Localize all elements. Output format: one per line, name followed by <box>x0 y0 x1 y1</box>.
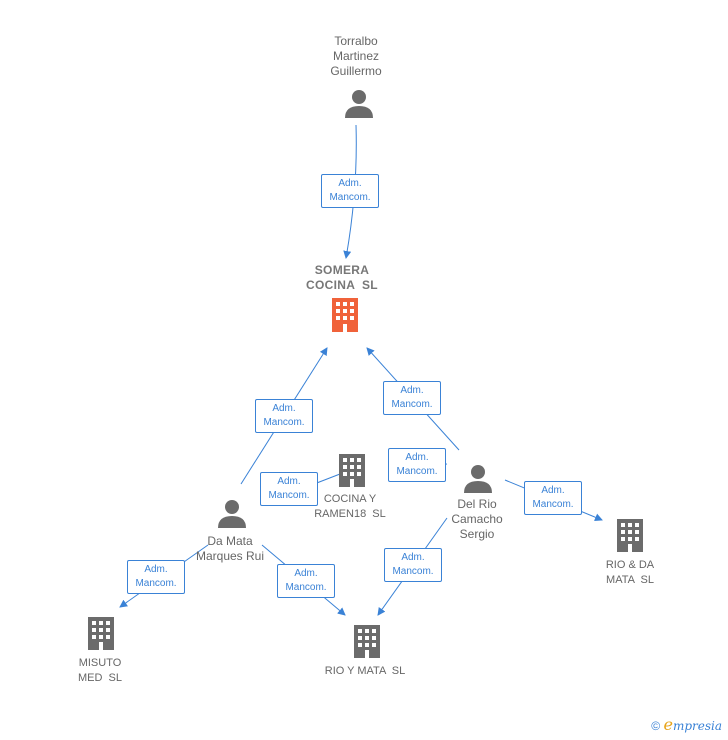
node-label-da-mata: Da Mata Marques Rui <box>180 534 280 564</box>
edge-label-line1: Adm. <box>294 568 318 579</box>
edge-label-line2: Mancom. <box>268 490 310 501</box>
label-line: Camacho <box>451 512 503 526</box>
person-icon <box>464 465 492 493</box>
person-icon <box>218 500 246 528</box>
edge-label-line1: Adm. <box>144 564 168 575</box>
edge-label-line1: Adm. <box>405 452 429 463</box>
building-icon <box>332 298 358 332</box>
label-line: Da Mata <box>207 534 253 548</box>
edge-label-delrio-cocina: Adm. Mancom. <box>388 448 446 482</box>
label-line: COCINA SL <box>306 278 378 292</box>
label-line: MATA SL <box>606 574 654 586</box>
building-icon <box>617 519 643 552</box>
edge-label-delrio-riodamata: Adm. Mancom. <box>524 481 582 515</box>
label-line: Martinez <box>332 49 379 63</box>
label-line: Torralbo <box>334 34 378 48</box>
node-label-rio-da-mata: RIO & DA MATA SL <box>590 558 670 588</box>
label-line: Marques Rui <box>195 549 265 563</box>
building-icon <box>339 454 365 487</box>
edge-label-line2: Mancom. <box>532 499 574 510</box>
label-line: Del Rio <box>457 497 497 511</box>
edge-label-delrio-rioymata: Adm. Mancom. <box>384 548 442 582</box>
brand-rest: mpresia <box>672 719 722 733</box>
edge-label-delrio-somera: Adm. Mancom. <box>383 381 441 415</box>
label-line: Guillermo <box>330 64 382 78</box>
building-icon <box>88 617 114 650</box>
node-label-somera: SOMERA COCINA SL <box>286 263 398 293</box>
edge-label-line2: Mancom. <box>285 582 327 593</box>
node-label-del-rio: Del Rio Camacho Sergio <box>430 497 524 542</box>
label-line: RIO Y MATA SL <box>324 665 406 677</box>
node-label-cocina-ramen: COCINA Y RAMEN18 SL <box>296 492 404 522</box>
edge-label-line2: Mancom. <box>329 192 371 203</box>
label-line: RIO & DA <box>605 559 655 571</box>
edge-label-line2: Mancom. <box>392 566 434 577</box>
label-line: RAMEN18 SL <box>314 508 386 520</box>
label-line: MED SL <box>77 672 122 684</box>
edge-label-line1: Adm. <box>401 552 425 563</box>
edge-label-damata-somera: Adm. Mancom. <box>255 399 313 433</box>
node-label-torralbo: Torralbo Martinez Guillermo <box>306 34 406 79</box>
empresia-logo[interactable]: © empresia <box>651 715 722 734</box>
node-label-misuto: MISUTO MED SL <box>60 656 140 686</box>
brand-e: e <box>663 715 673 734</box>
edge-label-damata-misuto: Adm. Mancom. <box>127 560 185 594</box>
edge-label-damata-cocina: Adm. Mancom. <box>260 472 318 506</box>
edge-label-line1: Adm. <box>400 385 424 396</box>
edge-label-line1: Adm. <box>277 476 301 487</box>
edge-label-line1: Adm. <box>338 178 362 189</box>
edge-label-line1: Adm. <box>541 485 565 496</box>
edge-label-torralbo-somera: Adm. Mancom. <box>321 174 379 208</box>
label-line: COCINA Y <box>323 493 377 505</box>
edge-label-line2: Mancom. <box>263 417 305 428</box>
label-line: MISUTO <box>78 657 122 669</box>
person-icon <box>345 90 373 118</box>
building-icon <box>354 625 380 658</box>
label-line: SOMERA <box>314 263 370 277</box>
edge-label-line2: Mancom. <box>135 578 177 589</box>
edge-label-line1: Adm. <box>272 403 296 414</box>
node-label-rio-y-mata: RIO Y MATA SL <box>310 664 420 679</box>
edge-label-line2: Mancom. <box>396 466 438 477</box>
copyright-symbol: © <box>651 719 661 733</box>
edge-label-damata-rioymata: Adm. Mancom. <box>277 564 335 598</box>
label-line: Sergio <box>459 527 495 541</box>
edge-label-line2: Mancom. <box>391 399 433 410</box>
